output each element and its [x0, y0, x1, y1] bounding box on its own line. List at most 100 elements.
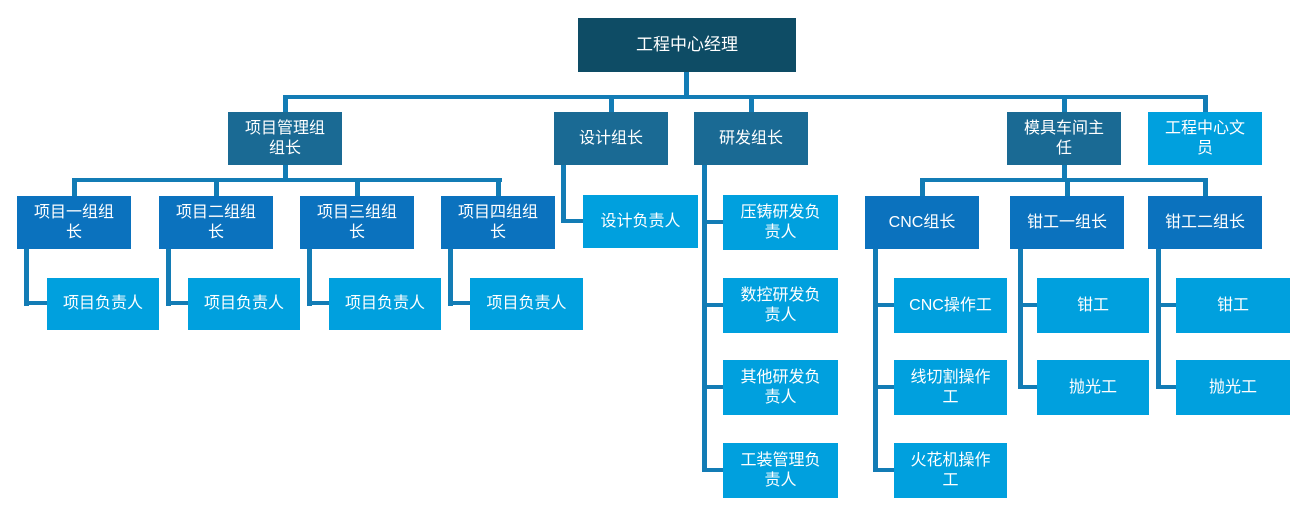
connector-line — [496, 181, 501, 196]
org-node-label: 工程中心文 员 — [1164, 119, 1245, 157]
org-node-rnd-group-leader: 研发组长 — [694, 112, 808, 165]
connector-line — [920, 178, 1208, 182]
connector-line — [702, 385, 723, 389]
org-node-edm-operator: 火花机操作 工 — [894, 443, 1007, 498]
org-node-label: 钳工 — [1216, 296, 1249, 314]
org-node-label: 数控研发负 责人 — [740, 286, 821, 324]
org-node-label: 项目负责人 — [486, 295, 567, 312]
org-node-fitter-2: 钳工 — [1176, 278, 1290, 333]
org-node-label: 设计组长 — [578, 129, 643, 147]
connector-line — [1018, 385, 1037, 389]
org-node-cnc-rnd-manager: 数控研发负 责人 — [723, 278, 838, 333]
connector-line — [1018, 303, 1037, 307]
org-node-label: 线切割操作 工 — [910, 368, 991, 406]
connector-line — [702, 468, 723, 472]
connector-line — [307, 301, 329, 305]
org-node-label: 工程中心经理 — [636, 35, 738, 55]
org-node-die-casting-rnd-manager: 压铸研发负 责人 — [723, 195, 838, 250]
connector-line — [873, 249, 878, 472]
org-node-project-group3-leader: 项目三组组 长 — [300, 196, 414, 249]
connector-line — [873, 303, 894, 307]
org-node-label: 项目负责人 — [203, 295, 284, 312]
org-node-label: 模具车间主 任 — [1023, 119, 1104, 157]
org-node-project-management-group-leader: 项目管理组 组长 — [228, 112, 342, 165]
connector-line — [561, 219, 583, 223]
org-node-label: 抛光工 — [1068, 378, 1117, 396]
connector-line — [283, 165, 288, 180]
org-node-engineering-center-clerk: 工程中心文 员 — [1148, 112, 1262, 165]
connector-line — [702, 220, 723, 224]
connector-line — [873, 385, 894, 389]
org-node-engineering-center-manager: 工程中心经理 — [578, 18, 796, 72]
connector-line — [1156, 385, 1176, 389]
org-node-label: 项目二组组 长 — [175, 203, 256, 241]
org-node-label: 项目管理组 组长 — [244, 119, 325, 157]
org-node-label: 项目三组组 长 — [316, 203, 397, 241]
connector-line — [283, 95, 1208, 99]
connector-line — [1156, 249, 1161, 389]
org-node-label: 项目负责人 — [344, 295, 425, 312]
org-node-label: 钳工 — [1076, 296, 1109, 314]
org-node-tooling-management-manager: 工装管理负 责人 — [723, 443, 838, 498]
org-node-label: 项目四组组 长 — [457, 203, 538, 241]
connector-line — [702, 165, 707, 472]
org-node-label: 钳工一组长 — [1026, 213, 1107, 231]
connector-line — [1062, 165, 1067, 180]
org-node-label: 研发组长 — [718, 129, 783, 147]
connector-line — [702, 303, 723, 307]
connector-line — [448, 249, 453, 306]
connector-line — [448, 301, 470, 305]
org-node-project-manager-4: 项目负责人 — [470, 278, 583, 330]
org-node-label: 工装管理负 责人 — [740, 451, 821, 489]
org-node-project-manager-2: 项目负责人 — [188, 278, 300, 330]
org-node-project-group2-leader: 项目二组组 长 — [159, 196, 273, 249]
connector-line — [1062, 98, 1067, 114]
connector-line — [72, 181, 77, 196]
org-node-wire-cutting-operator: 线切割操作 工 — [894, 360, 1007, 415]
connector-line — [920, 181, 925, 196]
org-node-polisher-1: 抛光工 — [1037, 360, 1149, 415]
org-node-label: 压铸研发负 责人 — [740, 203, 821, 241]
org-node-other-rnd-manager: 其他研发负 责人 — [723, 360, 838, 415]
org-node-label: 钳工二组长 — [1164, 213, 1245, 231]
connector-line — [24, 249, 29, 306]
org-node-project-manager-1: 项目负责人 — [47, 278, 159, 330]
org-node-fitter-1: 钳工 — [1037, 278, 1149, 333]
org-node-project-manager-3: 项目负责人 — [329, 278, 441, 330]
org-node-fitter-group1-leader: 钳工一组长 — [1010, 196, 1124, 249]
connector-line — [1203, 98, 1208, 114]
connector-line — [749, 98, 754, 114]
connector-line — [561, 165, 566, 223]
org-node-label: CNC操作工 — [909, 296, 992, 314]
connector-line — [166, 301, 188, 305]
org-node-label: 设计负责人 — [600, 212, 681, 230]
org-node-label: 火花机操作 工 — [910, 451, 991, 489]
org-node-fitter-group2-leader: 钳工二组长 — [1148, 196, 1262, 249]
org-node-cnc-operator: CNC操作工 — [894, 278, 1007, 333]
org-node-cnc-group-leader: CNC组长 — [865, 196, 979, 249]
connector-line — [1156, 303, 1176, 307]
org-node-label: 项目负责人 — [62, 295, 143, 312]
connector-line — [307, 249, 312, 306]
org-node-label: 抛光工 — [1208, 378, 1257, 396]
connector-line — [609, 98, 614, 114]
org-node-label: 项目一组组 长 — [33, 203, 114, 241]
connector-line — [1203, 181, 1208, 196]
connector-line — [214, 181, 219, 196]
org-node-design-group-leader: 设计组长 — [554, 112, 668, 165]
connector-line — [1018, 249, 1023, 389]
connector-line — [283, 98, 288, 114]
org-node-design-manager: 设计负责人 — [583, 195, 698, 248]
connector-line — [355, 181, 360, 196]
org-node-label: 其他研发负 责人 — [740, 368, 821, 406]
org-node-project-group1-leader: 项目一组组 长 — [17, 196, 131, 249]
connector-line — [684, 72, 689, 98]
org-node-project-group4-leader: 项目四组组 长 — [441, 196, 555, 249]
org-node-label: CNC组长 — [888, 213, 956, 231]
connector-line — [166, 249, 171, 306]
org-node-mold-workshop-supervisor: 模具车间主 任 — [1007, 112, 1121, 165]
connector-line — [72, 178, 502, 182]
org-node-polisher-2: 抛光工 — [1176, 360, 1290, 415]
connector-line — [873, 468, 894, 472]
